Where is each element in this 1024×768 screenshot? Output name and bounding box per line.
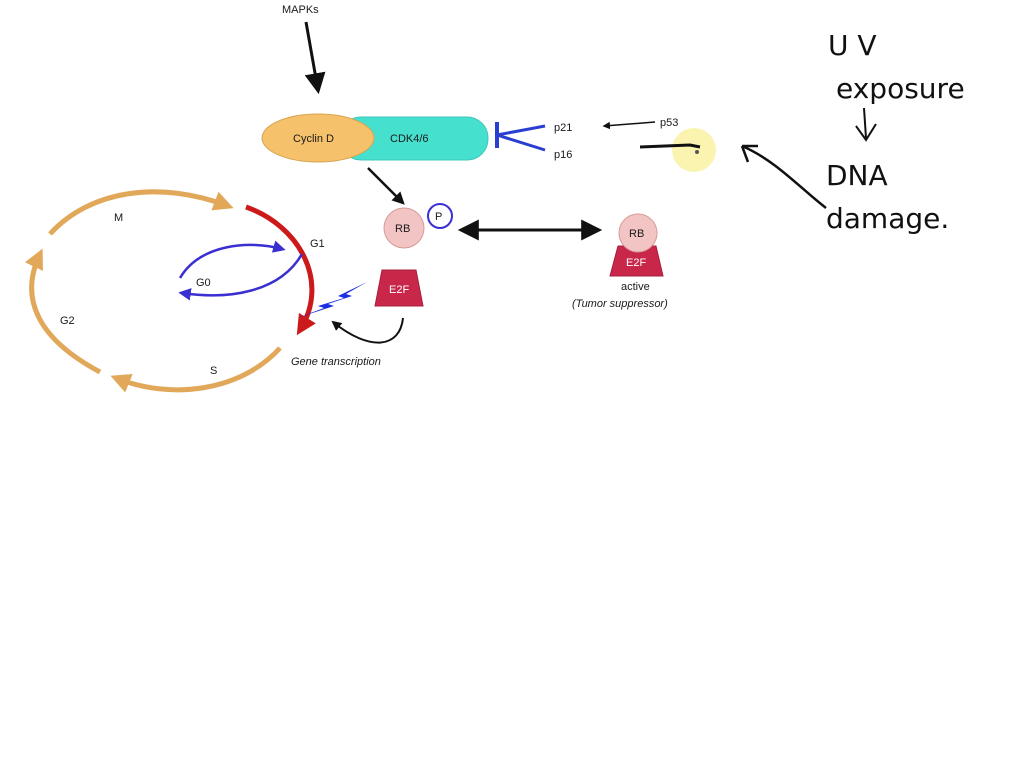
lightning-icon bbox=[297, 282, 367, 318]
phase-s-label: S bbox=[210, 365, 217, 377]
phase-g1-label: G1 bbox=[310, 238, 325, 250]
cyclin-d-ellipse bbox=[261, 113, 375, 163]
e2f-active-label: E2F bbox=[626, 257, 646, 269]
cyclin-d-label: Cyclin D bbox=[293, 133, 334, 145]
phase-g2-label: G2 bbox=[60, 315, 75, 327]
mapks-arrow bbox=[304, 21, 326, 95]
p21-label: p21 bbox=[554, 122, 572, 134]
cdk-to-rb-arrow bbox=[367, 167, 405, 205]
handwriting-dna: DNA bbox=[826, 159, 888, 192]
mapks-label: MAPKs bbox=[282, 4, 319, 16]
cycle-arc-s bbox=[110, 346, 282, 393]
p53-label: p53 bbox=[660, 117, 678, 129]
rb-label: RB bbox=[395, 223, 410, 235]
cycle-arc-m bbox=[48, 189, 234, 236]
cycle-arc-g1 bbox=[245, 204, 316, 336]
e2f-transcription-arrow bbox=[331, 317, 404, 344]
phase-m-label: M bbox=[114, 212, 123, 224]
handwriting-down-arrow bbox=[855, 107, 877, 142]
handwriting-uv: U V bbox=[828, 29, 877, 62]
rb-active-circle bbox=[618, 213, 658, 253]
phase-g0-label: G0 bbox=[196, 277, 211, 289]
cdk46-label: CDK4/6 bbox=[390, 133, 429, 145]
tumor-suppressor-label: (Tumor suppressor) bbox=[572, 298, 668, 310]
inhibitor-stem-p16 bbox=[496, 133, 546, 152]
handwriting-arrow-to-p53 bbox=[740, 144, 827, 209]
g0-arrow-out bbox=[178, 253, 304, 301]
phosphate-circle bbox=[427, 203, 453, 229]
pen-stroke bbox=[639, 143, 701, 149]
e2f-shape bbox=[374, 269, 424, 307]
e2f-label: E2F bbox=[389, 284, 409, 296]
cycle-arc-g2 bbox=[24, 248, 102, 375]
p16-label: p16 bbox=[554, 149, 572, 161]
active-label: active bbox=[621, 281, 650, 293]
p53-to-p21-arrow bbox=[602, 121, 656, 130]
cursor-highlight bbox=[672, 128, 716, 172]
inhibitor-stem-p21 bbox=[496, 124, 546, 137]
gene-transcription-label: Gene transcription bbox=[291, 356, 381, 368]
g0-arrow-in bbox=[178, 240, 286, 279]
rb-active-label: RB bbox=[629, 228, 644, 240]
phosphate-label: P bbox=[435, 211, 442, 223]
handwriting-exposure: exposure bbox=[836, 72, 965, 105]
cursor-dot bbox=[695, 150, 699, 154]
handwriting-damage: damage. bbox=[826, 202, 949, 235]
rb-circle bbox=[383, 207, 425, 249]
